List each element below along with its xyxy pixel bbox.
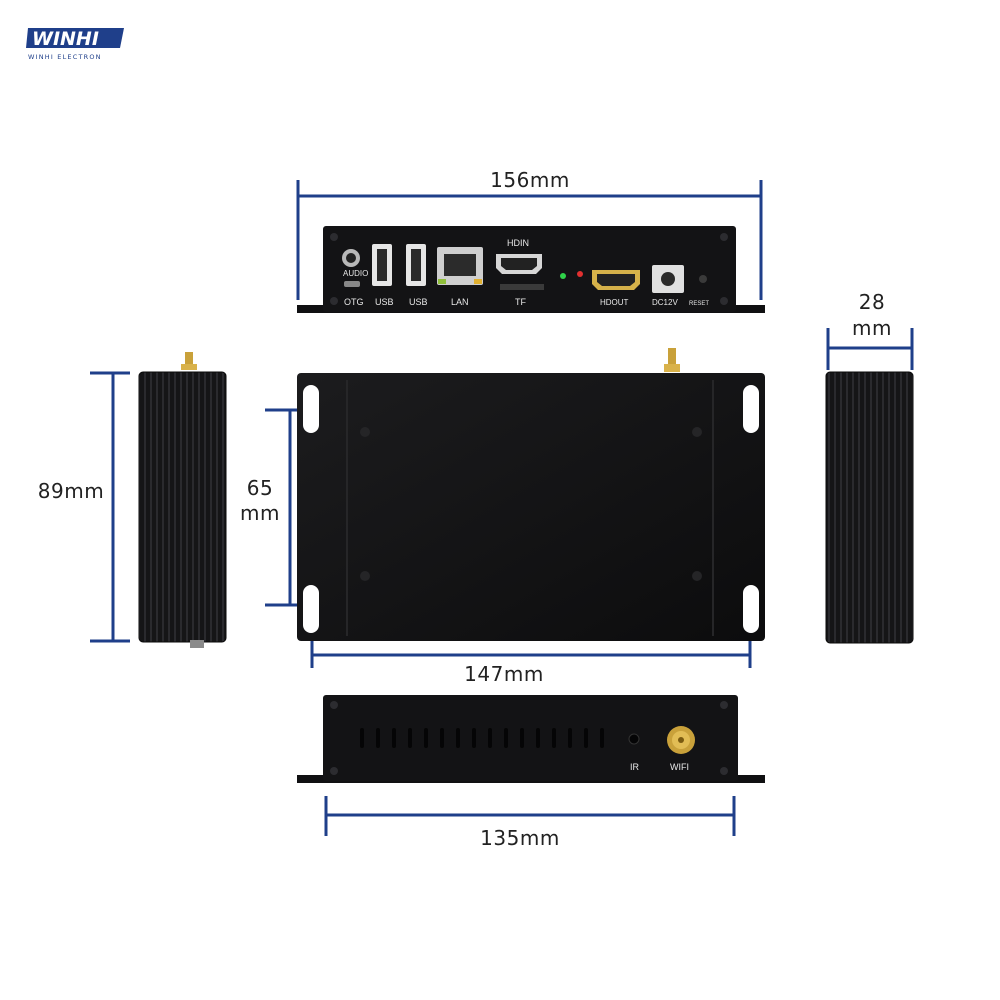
- port-label: USB: [409, 297, 428, 307]
- winhi-logo-icon: WINHI: [26, 28, 124, 50]
- side-view-left: [138, 352, 227, 648]
- logo-text: WINHI: [32, 28, 99, 50]
- port-label: IR: [630, 762, 640, 772]
- front-panel: AUDIO OTG USB USB LAN HDIN TF HDOUT DC12…: [297, 226, 765, 313]
- port-label: TF: [515, 297, 526, 307]
- dim-label-mount-width: 147mm: [464, 662, 544, 686]
- port-label: USB: [375, 297, 394, 307]
- port-label: WIFI: [670, 762, 689, 772]
- port-label: HDOUT: [600, 298, 629, 307]
- dim-label-mount-spacing-unit: mm: [240, 501, 280, 525]
- dim-label-back-width: 135mm: [480, 826, 560, 850]
- dim-label-mount-spacing-value: 65: [246, 476, 274, 500]
- port-label: HDIN: [507, 238, 529, 248]
- port-label: AUDIO: [343, 269, 368, 278]
- port-label: LAN: [451, 297, 469, 307]
- dim-label-depth-value: 28: [858, 290, 886, 314]
- dim-label-height: 89mm: [37, 479, 105, 503]
- dimension-lines: [90, 180, 914, 836]
- dim-label-depth-unit: mm: [852, 316, 892, 340]
- brand-tagline: WINHI ELECTRON: [28, 53, 102, 61]
- port-label: RESET: [689, 301, 709, 307]
- port-label: DC12V: [652, 298, 678, 307]
- back-panel: IR WIFI: [297, 695, 765, 783]
- side-view-right: [825, 371, 914, 644]
- brand-logo: WINHI: [26, 24, 126, 52]
- port-label: OTG: [344, 297, 364, 307]
- dim-label-width-top: 156mm: [490, 168, 570, 192]
- top-view: [297, 348, 765, 641]
